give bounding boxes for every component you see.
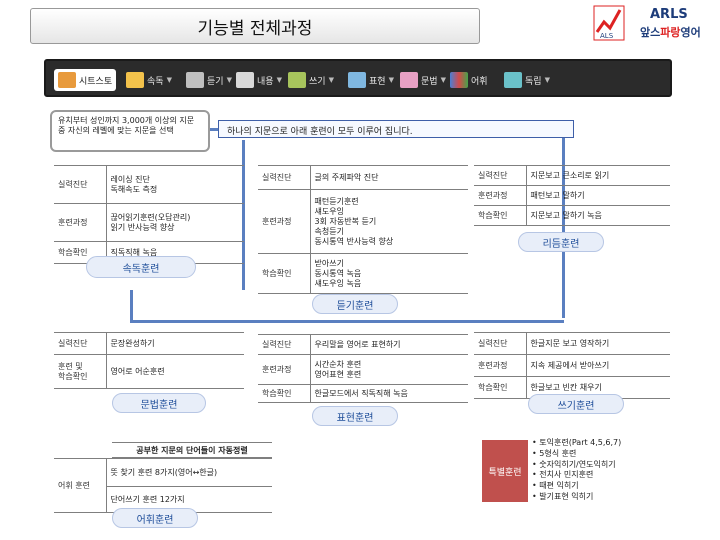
toolbar-item-grammar[interactable]: 문법▼ bbox=[400, 69, 446, 91]
table-cell: 시간순차 훈련 영어표현 훈련 bbox=[309, 354, 468, 385]
abc-icon bbox=[450, 72, 468, 88]
grammar-icon bbox=[400, 72, 418, 88]
home-icon bbox=[58, 72, 76, 88]
table-cell: 뜻 찾기 훈련 8가지(영어↔한글) bbox=[105, 458, 272, 487]
table-header-cell: 어휘 훈련 bbox=[54, 458, 106, 513]
table-cell: 글의 주제파악 진단 bbox=[309, 165, 468, 190]
table-cell: 끊어읽기훈련(오답관리) 읽기 반사능력 향상 bbox=[105, 203, 244, 242]
logo-brand: ARLS bbox=[650, 7, 688, 22]
table-cell: 레이싱 진단 독해속도 측정 bbox=[105, 165, 244, 204]
chevron-down-icon: ▼ bbox=[276, 76, 282, 84]
table-header-cell: 학습확인 bbox=[258, 384, 310, 403]
table-cell: 지문보고 큰소리로 읽기 bbox=[525, 165, 670, 186]
avatar-icon bbox=[504, 72, 522, 88]
chevron-down-icon: ▼ bbox=[440, 76, 446, 84]
table-cell: 받아쓰기 동시통역 녹음 섀도우잉 녹음 bbox=[309, 253, 468, 294]
main-toolbar: 시트스토 속독▼ 듣기▼ 내용▼ 쓰기▼ 표현▼ 문법▼ 어휘 독립▼ bbox=[44, 59, 672, 97]
chevron-down-icon: ▼ bbox=[226, 76, 232, 84]
toolbar-item-speed-reading[interactable]: 속독▼ bbox=[126, 69, 172, 91]
table-cell: 문장완성하기 bbox=[105, 332, 244, 355]
table-header-cell: 훈련과정 bbox=[474, 354, 526, 377]
grammar-training-button[interactable]: 문법훈련 bbox=[112, 393, 206, 413]
toolbar-item-vocab[interactable]: 어휘 bbox=[450, 69, 488, 91]
list-item: • 숫자익히기/연도익히기 bbox=[532, 459, 616, 469]
toolbar-item-content[interactable]: 내용▼ bbox=[236, 69, 282, 91]
vocab-training-button[interactable]: 어휘훈련 bbox=[112, 508, 198, 528]
logo-mark-icon: ALS bbox=[593, 5, 625, 41]
table-cell: 한글모드에서 직독직해 녹음 bbox=[309, 384, 468, 403]
table-header-cell: 학습확인 bbox=[474, 376, 526, 399]
table-cell: 지문보고 말하기 녹음 bbox=[525, 205, 670, 226]
table-header-cell: 실력진단 bbox=[54, 332, 106, 355]
list-item: • 토익훈련(Part 4,5,6,7) bbox=[532, 438, 622, 447]
table-header-cell: 실력진단 bbox=[258, 334, 310, 355]
list-item: • 5형식 훈련 bbox=[532, 448, 577, 458]
vocab-header: 공부한 지문의 단어들이 자동정렬 bbox=[112, 442, 272, 458]
table-cell: 한글지문 보고 영작하기 bbox=[525, 332, 670, 355]
logo-subtitle: 앞스파랑영어 bbox=[640, 26, 701, 39]
book-icon bbox=[126, 72, 144, 88]
table-cell: 영어로 어순훈련 bbox=[105, 354, 244, 389]
toolbar-item-expression[interactable]: 표현▼ bbox=[348, 69, 394, 91]
special-training-list: • 토익훈련(Part 4,5,6,7) • 5형식 훈련 • 숫자익히기/연도… bbox=[532, 438, 621, 503]
list-item: • 전치사 민지훈련 bbox=[532, 470, 594, 480]
table-cell: 우리말을 영어로 표현하기 bbox=[309, 334, 468, 355]
chevron-down-icon: ▼ bbox=[544, 76, 550, 84]
connector bbox=[130, 290, 133, 322]
svg-text:ALS: ALS bbox=[600, 32, 614, 40]
table-header-cell: 실력진단 bbox=[474, 332, 526, 355]
table-cell: 패턴보고 말하기 bbox=[525, 185, 670, 206]
toolbar-item-independent[interactable]: 독립▼ bbox=[504, 69, 550, 91]
table-header-cell: 학습확인 bbox=[474, 205, 526, 226]
list-item: • 발기표현 익히기 bbox=[532, 491, 594, 501]
chevron-down-icon: ▼ bbox=[328, 76, 334, 84]
list-item: • 때편 익히기 bbox=[532, 481, 579, 491]
page-title-text: 기능별 전체과정 bbox=[197, 18, 313, 39]
table-header-cell: 훈련과정 bbox=[474, 185, 526, 206]
chevron-down-icon: ▼ bbox=[166, 76, 172, 84]
reading-training-button[interactable]: 속독훈련 bbox=[86, 256, 196, 278]
table-cell: 지속 제공에서 받아쓰기 bbox=[525, 354, 670, 377]
table-header-cell: 학습확인 bbox=[258, 253, 310, 294]
rhythm-training-button[interactable]: 리듬훈련 bbox=[518, 232, 604, 252]
table-header-cell: 실력진단 bbox=[54, 165, 106, 204]
connector bbox=[210, 128, 218, 131]
toolbar-item-listening[interactable]: 듣기▼ bbox=[186, 69, 232, 91]
table-header-cell: 실력진단 bbox=[474, 165, 526, 186]
table-header-cell: 훈련과정 bbox=[54, 203, 106, 242]
expression-training-button[interactable]: 표현훈련 bbox=[312, 406, 398, 426]
connector bbox=[130, 320, 564, 323]
headphones-icon bbox=[186, 72, 204, 88]
pen-icon bbox=[236, 72, 254, 88]
special-training-label: 특별훈련 bbox=[482, 440, 528, 502]
intro-note: 하나의 지문으로 아래 훈련이 모두 이루어 집니다. bbox=[218, 120, 574, 138]
page-title: 기능별 전체과정 bbox=[30, 8, 480, 44]
chevron-down-icon: ▼ bbox=[388, 76, 394, 84]
table-cell: 패턴듣기훈련 섀도우잉 3회 자동반복 듣기 속청듣기 동시통역 반사능력 향상 bbox=[309, 189, 468, 254]
connector bbox=[562, 138, 565, 318]
listening-training-button[interactable]: 듣기훈련 bbox=[312, 294, 398, 314]
writing-training-button[interactable]: 쓰기훈련 bbox=[528, 394, 624, 414]
speech-icon bbox=[348, 72, 366, 88]
pencil-icon bbox=[288, 72, 306, 88]
table-header-cell: 실력진단 bbox=[258, 165, 310, 190]
intro-callout: 유치부터 성인까지 3,000개 이상의 지문 중 자신의 레벨에 맞는 지문을… bbox=[50, 110, 210, 152]
table-header-cell: 훈련 및 학습확인 bbox=[54, 354, 106, 389]
table-header-cell: 훈련과정 bbox=[258, 354, 310, 385]
table-header-cell: 훈련과정 bbox=[258, 189, 310, 254]
toolbar-item-home[interactable]: 시트스토 bbox=[54, 69, 117, 91]
toolbar-item-writing[interactable]: 쓰기▼ bbox=[288, 69, 334, 91]
